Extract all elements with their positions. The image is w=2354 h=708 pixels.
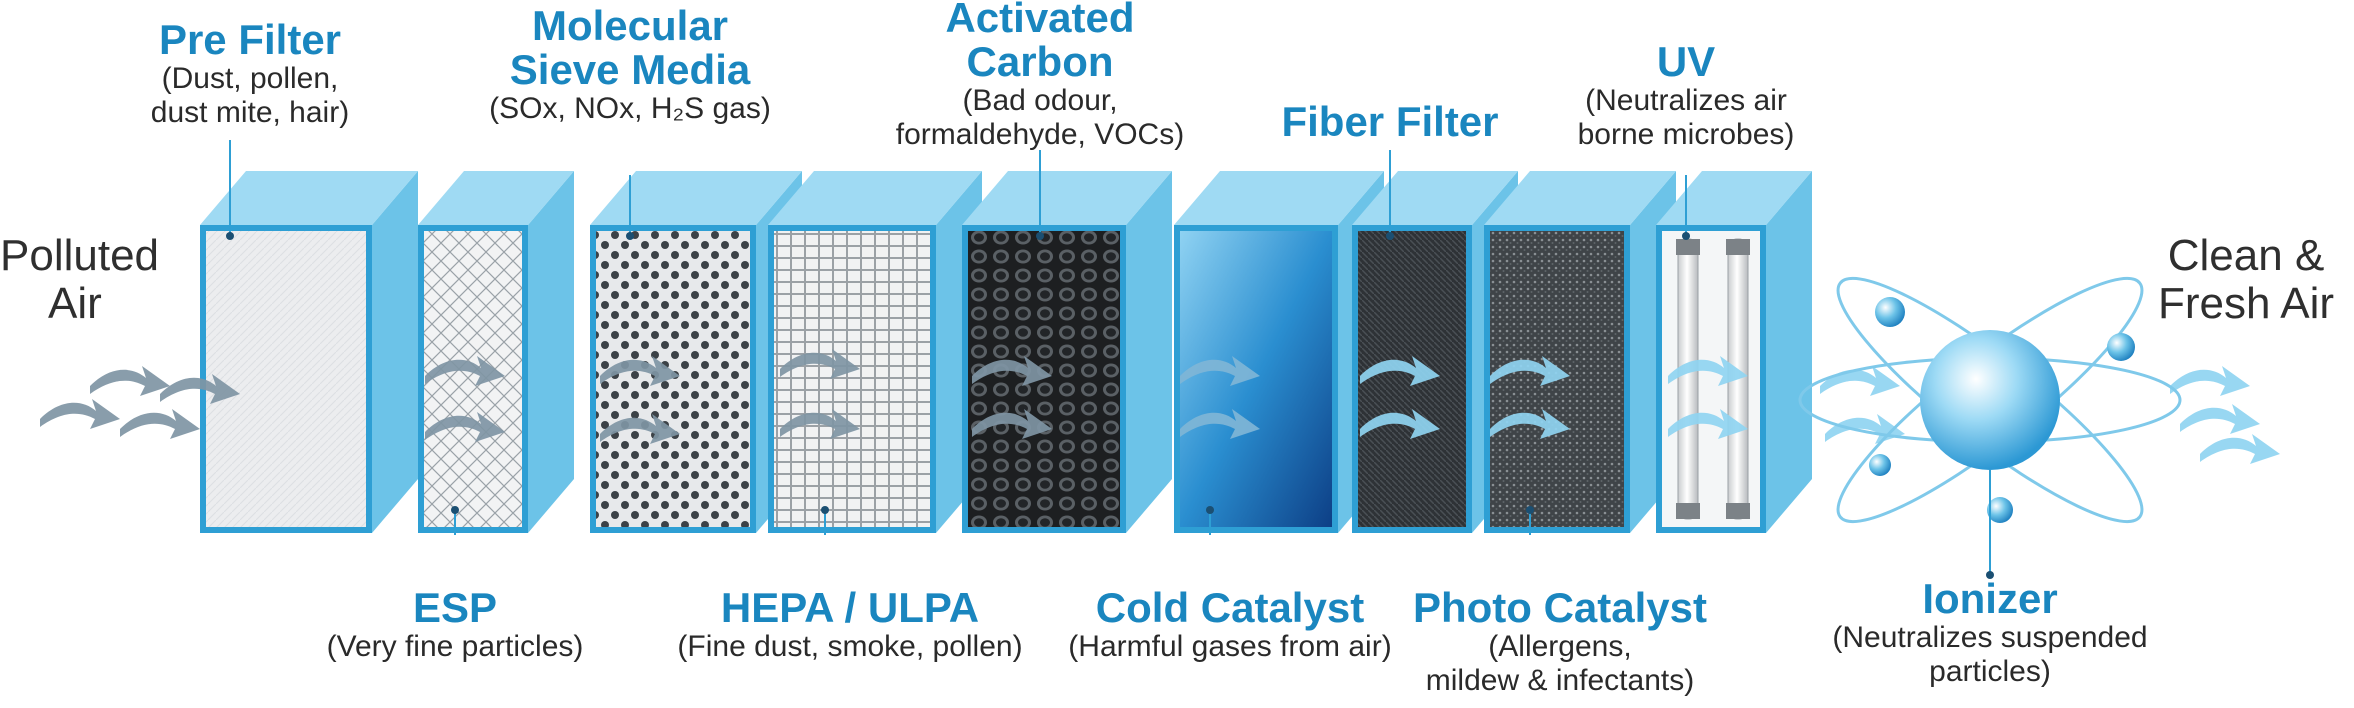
pre-filter-description: (Dust, pollen, [161, 62, 339, 95]
pre-filter-label: Pre Filter(Dust, pollen,dust mite, hair) [50, 18, 450, 130]
uv-description: (Neutralizes air [1585, 84, 1787, 117]
photo-catalyst-panel [1484, 171, 1676, 533]
fiber-filter-label: Fiber Filter [1190, 100, 1590, 144]
esp-description: (Very fine particles) [326, 630, 584, 663]
airflow-arrow-icon [160, 374, 240, 404]
airflow-arrow-icon [1180, 409, 1260, 439]
airflow-arrow-icon [1490, 356, 1570, 386]
airflow-arrow-icon [1668, 356, 1748, 386]
molecular-sieve-description: (SOx, NOx, H₂S gas) [489, 92, 771, 125]
ionizer-description: particles) [1929, 655, 2051, 688]
molecular-sieve-title: Molecular [531, 2, 729, 49]
molecular-sieve-title: Sieve Media [509, 46, 751, 93]
photo-catalyst-description: mildew & infectants) [1425, 664, 1695, 697]
photo-catalyst-description: (Allergens, [1488, 630, 1632, 663]
photo-catalyst-label: Photo Catalyst(Allergens,mildew & infect… [1360, 586, 1760, 698]
esp-title: ESP [412, 584, 498, 631]
cold-catalyst-description: (Harmful gases from air) [1068, 630, 1392, 663]
ionizer-illustration [1798, 276, 2182, 524]
airflow-arrow-icon [1668, 409, 1748, 439]
cold-catalyst-label: Cold Catalyst(Harmful gases from air) [1030, 586, 1430, 664]
uv-panel [1656, 171, 1812, 533]
airflow-arrow-icon [40, 399, 120, 429]
activated-carbon-description: (Bad odour, [962, 84, 1118, 117]
activated-carbon-title: Activated [945, 0, 1135, 41]
photo-catalyst-title: Photo Catalyst [1412, 584, 1708, 631]
airflow-arrow-icon [90, 366, 170, 396]
pre-filter-panel [200, 171, 418, 533]
airflow-arrow-icon [1490, 409, 1570, 439]
esp-panel [418, 171, 574, 533]
esp-label: ESP(Very fine particles) [255, 586, 655, 664]
airflow-arrow-icon [972, 356, 1052, 386]
activated-carbon-description: formaldehyde, VOCs) [895, 118, 1185, 151]
airflow-arrow-icon [425, 412, 505, 442]
clean-air-label: Clean &Fresh Air [2158, 231, 2335, 328]
airflow-arrow-icon [2180, 404, 2260, 434]
cold-catalyst-title: Cold Catalyst [1095, 584, 1365, 631]
airflow-arrow-icon [600, 414, 680, 444]
hepa-ulpa-label: HEPA / ULPA(Fine dust, smoke, pollen) [650, 586, 1050, 664]
airflow-arrow-icon [1360, 409, 1440, 439]
airflow-arrow-icon [1180, 356, 1260, 386]
pre-filter-description: dust mite, hair) [150, 96, 350, 129]
airflow-arrow-icon [1360, 356, 1440, 386]
airflow-arrow-icon [2200, 434, 2280, 464]
airflow-arrow-icon [2170, 366, 2250, 396]
electron-icon [1875, 297, 1905, 327]
ionizer-title: Ionizer [1922, 575, 2058, 622]
electron-icon [2107, 333, 2135, 361]
airflow-arrow-icon [120, 409, 200, 439]
airflow-arrow-icon [780, 409, 860, 439]
uv-description: borne microbes) [1577, 118, 1795, 151]
airflow-arrow-icon [600, 356, 680, 386]
uv-title: UV [1656, 38, 1716, 85]
airflow-arrow-icon [425, 356, 505, 386]
hepa-ulpa-panel [768, 171, 982, 533]
pre-filter-title: Pre Filter [158, 16, 342, 63]
activated-carbon-panel [962, 171, 1172, 533]
fiber-filter-title: Fiber Filter [1281, 98, 1499, 145]
activated-carbon-title: Carbon [966, 38, 1114, 85]
hepa-ulpa-title: HEPA / ULPA [720, 584, 980, 631]
ionizer-description: (Neutralizes suspended [1832, 621, 2148, 654]
airflow-arrow-icon [780, 349, 860, 379]
hepa-ulpa-description: (Fine dust, smoke, pollen) [677, 630, 1023, 663]
airflow-arrow-icon [972, 409, 1052, 439]
electron-icon [1869, 454, 1891, 476]
electron-icon [1987, 497, 2013, 523]
